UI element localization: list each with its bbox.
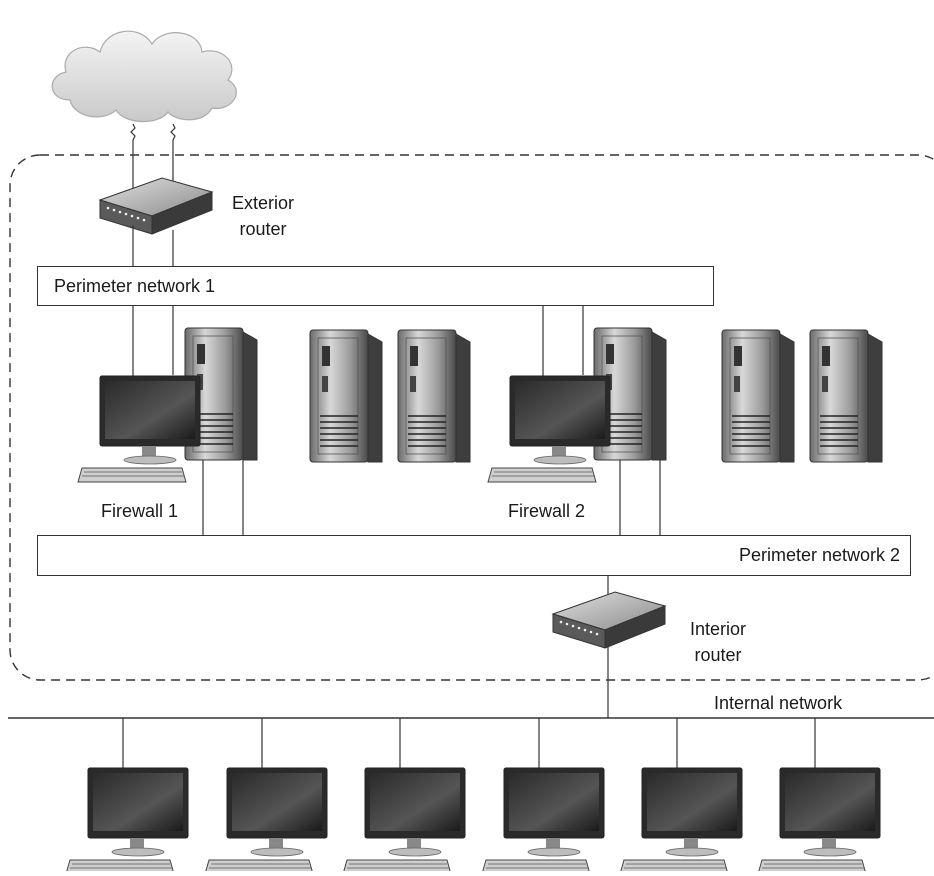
perimeter-boundary bbox=[9, 154, 934, 681]
internal-network-label: Internal network bbox=[714, 693, 843, 713]
workstation-icon bbox=[619, 767, 743, 875]
firewall-1-monitor-icon bbox=[77, 375, 201, 483]
perimeter-network-1-label: Perimeter network 1 bbox=[54, 276, 216, 296]
interior-router-label: Interior router bbox=[690, 619, 747, 665]
workstation-icon bbox=[342, 767, 466, 875]
exterior-router-label: Exterior router bbox=[232, 193, 295, 239]
workstation-icon bbox=[65, 767, 189, 875]
perimeter-network-2-bar: Perimeter network 2 bbox=[37, 535, 911, 576]
server-icon bbox=[309, 329, 383, 463]
firewall-2-monitor-icon bbox=[487, 375, 611, 483]
firewall-2-label: Firewall 2 bbox=[508, 501, 586, 521]
workstation-icon bbox=[481, 767, 605, 875]
firewall-1-label: Firewall 1 bbox=[101, 501, 179, 521]
server-icon bbox=[721, 329, 795, 463]
server-icon bbox=[809, 329, 883, 463]
internet-cloud-icon bbox=[51, 30, 237, 123]
exterior-router-icon bbox=[99, 177, 213, 235]
workstation-icon bbox=[204, 767, 328, 875]
workstation-icon bbox=[757, 767, 881, 875]
server-icon bbox=[397, 329, 471, 463]
interior-router-icon bbox=[552, 591, 666, 649]
perimeter-network-1-bar: Perimeter network 1 bbox=[37, 266, 714, 306]
perimeter-network-2-label: Perimeter network 2 bbox=[738, 545, 900, 565]
